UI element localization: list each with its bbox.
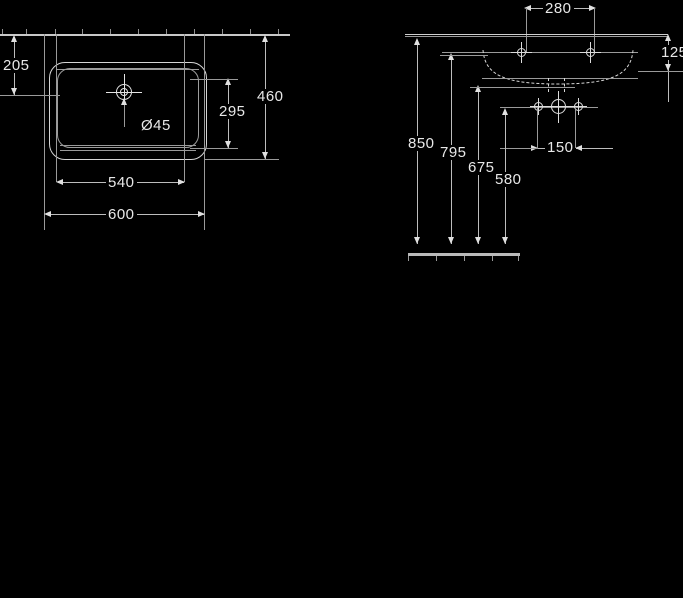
- basin-front-rim-2: [60, 150, 196, 151]
- dim-540-text: 540: [106, 174, 137, 191]
- side-tap-hole-left: [511, 42, 532, 63]
- dim-295-ext-top: [190, 79, 238, 80]
- dim-295-arrow-bottom: [225, 141, 231, 148]
- side-supply-cold: [570, 98, 587, 115]
- basin-outline: [49, 62, 207, 160]
- dim-460-arrow-bottom: [262, 152, 268, 159]
- side-dim-150-ext: [500, 148, 538, 149]
- side-floor-hatch: [408, 256, 520, 261]
- diameter-leader-arrow: [121, 98, 127, 105]
- side-dim-850-text: 850: [406, 135, 437, 152]
- ext-line-right-outer: [204, 34, 205, 230]
- side-deck-top: [405, 34, 668, 35]
- side-ext-795: [440, 55, 488, 56]
- side-supply-hot: [530, 98, 547, 115]
- ext-line-left-inner: [56, 34, 57, 182]
- dim-205-ext-bottom: [0, 95, 60, 96]
- side-dim-280-arrow-left: [524, 5, 531, 11]
- side-dim-675-text: 675: [466, 159, 497, 176]
- side-tap-hole-right: [580, 42, 601, 63]
- side-ext-280-left: [526, 8, 527, 53]
- side-rim-line: [442, 52, 638, 53]
- side-dim-125-arrow-bottom: [665, 64, 671, 71]
- side-dim-280-text: 280: [543, 0, 574, 17]
- side-ext-280-right: [594, 8, 595, 53]
- side-waste-right: [564, 78, 565, 92]
- side-dim-675-arrow-bottom: [475, 237, 481, 244]
- side-dim-675-arrow-top: [475, 85, 481, 92]
- side-dim-125-text: 125: [659, 45, 683, 60]
- side-dim-580-arrow-top: [502, 108, 508, 115]
- dim-295-text: 295: [217, 103, 248, 120]
- side-dim-795-arrow-bottom: [448, 237, 454, 244]
- dim-600-text: 600: [106, 206, 137, 223]
- side-waste-outlet: [546, 91, 571, 123]
- side-dim-795-text: 795: [438, 144, 469, 161]
- side-ext-675: [470, 87, 575, 88]
- view-front-semipedestal: 80 850 580 530 526600: [420, 330, 683, 598]
- side-dim-580-text: 580: [493, 171, 524, 188]
- side-dim-580-arrow-bottom: [502, 237, 508, 244]
- ext-line-left-outer: [44, 34, 45, 230]
- side-ext-125-bottom: [638, 71, 683, 72]
- side-waste-left: [548, 78, 549, 92]
- dim-205-arrow-top: [11, 35, 17, 42]
- dim-205-text: 205: [1, 57, 32, 74]
- basin-rear-edge: [57, 69, 199, 70]
- dim-540-arrow-right: [178, 179, 185, 185]
- dim-460-arrow-top: [262, 35, 268, 42]
- side-floor-line: [408, 253, 520, 256]
- side-dim-850-arrow-top: [414, 38, 420, 45]
- side-supply-line: [500, 107, 598, 108]
- side-ext-150-left: [537, 107, 538, 148]
- plan-dia45-text: Ø45: [139, 117, 173, 134]
- dim-460-text: 460: [255, 88, 286, 105]
- basin-front-rim: [60, 145, 196, 146]
- diameter-leader: [124, 100, 125, 127]
- side-dim-125-arrow-top: [665, 34, 671, 41]
- wall-line: [0, 34, 290, 36]
- side-ext-150-right: [575, 107, 576, 148]
- dim-600-arrow-left: [44, 211, 51, 217]
- side-dim-150-text: 150: [545, 139, 576, 156]
- side-bowl-curve: [482, 49, 634, 85]
- dim-295-ext-bottom: [190, 148, 238, 149]
- side-dim-850-arrow-bottom: [414, 237, 420, 244]
- side-dim-280-arrow-right: [589, 5, 596, 11]
- basin-bowl-outline: [57, 68, 199, 148]
- side-dim-795-arrow-top: [448, 53, 454, 60]
- ext-line-right-inner: [184, 34, 185, 182]
- side-bowl-bottom: [482, 78, 638, 79]
- view-front-pedestal: 280: [0, 300, 250, 598]
- dim-295-arrow-top: [225, 78, 231, 85]
- dim-460-ext-bottom: [204, 159, 279, 160]
- side-dim-150-arrow-right: [575, 145, 582, 151]
- view-side: 280 125: [400, 0, 683, 270]
- side-deck-top2: [405, 36, 668, 37]
- dim-540-arrow-left: [56, 179, 63, 185]
- dim-600-arrow-right: [198, 211, 205, 217]
- wall-hatch: [0, 29, 290, 34]
- view-plan: Ø45 205 460 295 540 600: [0, 0, 300, 250]
- dim-205-arrow-bottom: [11, 88, 17, 95]
